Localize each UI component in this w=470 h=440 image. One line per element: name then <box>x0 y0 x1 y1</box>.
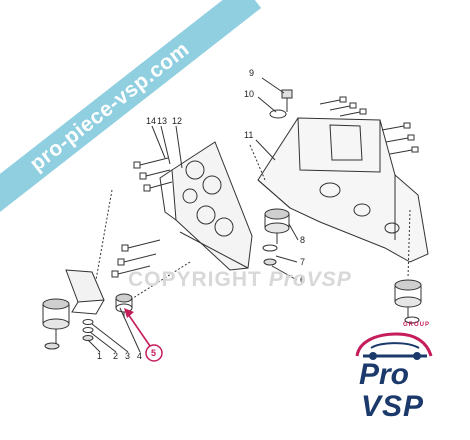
car-silhouette-icon <box>355 332 433 360</box>
lower-left-bracket <box>65 269 105 315</box>
bolts-lower-left <box>111 239 161 278</box>
rubber-mount-8 <box>264 208 290 244</box>
callout-13: 13 <box>157 116 167 126</box>
callout-5: 5 <box>151 348 156 358</box>
callout-4: 4 <box>137 351 142 361</box>
bolts-12-13-14 <box>133 157 173 192</box>
callout-2: 2 <box>113 351 118 361</box>
logo-group-label: GROUP <box>403 322 431 328</box>
callout-9: 9 <box>249 68 254 78</box>
callout-14: 14 <box>146 116 156 126</box>
highlight-part-5 <box>124 308 163 362</box>
callout-6: 6 <box>300 275 305 285</box>
logo-pro-text: Pro <box>359 358 410 391</box>
rubber-mount-right <box>394 279 422 324</box>
copyright-watermark: COPYRIGHT ProVSP <box>128 268 352 292</box>
callout-10: 10 <box>244 89 254 99</box>
washer-10 <box>269 109 287 119</box>
copyright-brand: ProVSP <box>268 268 352 291</box>
logo-vsp-text: VSP <box>361 390 425 423</box>
copyright-prefix: COPYRIGHT <box>128 268 262 291</box>
crossmember-bracket <box>257 117 429 263</box>
mounting-plate <box>159 141 253 271</box>
callout-12: 12 <box>172 116 182 126</box>
bolt-9 <box>281 89 293 112</box>
bolts-top-right <box>319 96 419 155</box>
bump-stop-5 <box>115 293 133 318</box>
callout-1: 1 <box>97 351 102 361</box>
callout-3: 3 <box>125 351 130 361</box>
rubber-mount-left <box>42 298 70 350</box>
provsp-logo: GROUP Pro VSP <box>345 322 445 432</box>
callout-8: 8 <box>300 235 305 245</box>
callout-7: 7 <box>300 257 305 267</box>
callout-11: 11 <box>244 130 253 140</box>
